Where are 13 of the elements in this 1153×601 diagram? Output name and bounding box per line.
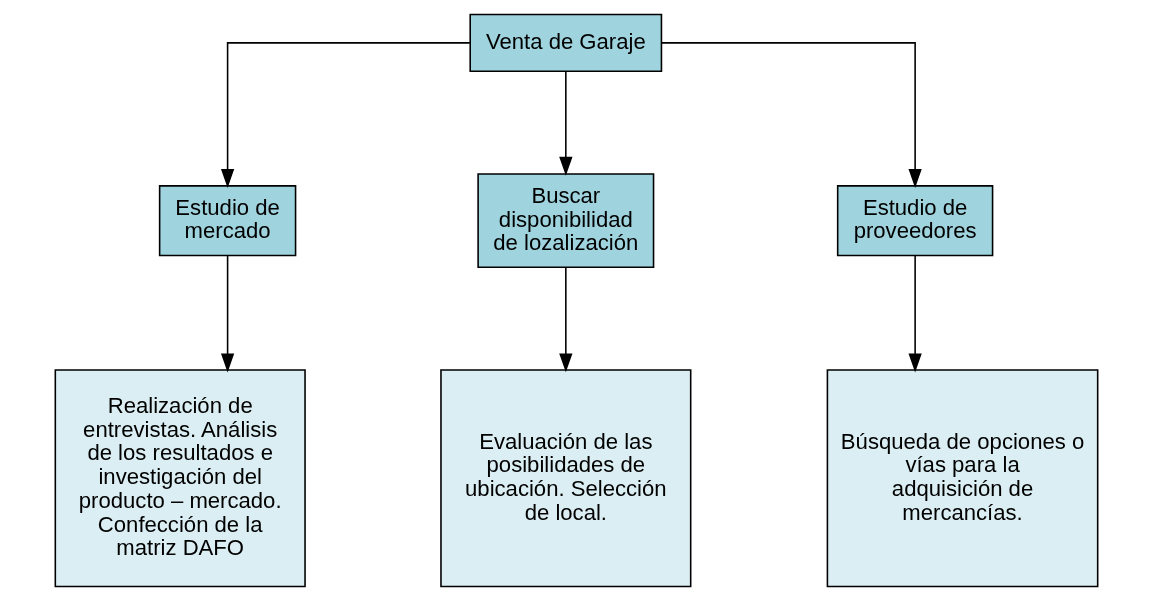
node-box: Buscar disponibilidad de lozalización: [477, 173, 655, 269]
node-box: Búsqueda de opciones o vías para la adquisición de mercancías.: [826, 369, 1099, 588]
arrow: [660, 42, 922, 188]
node-box: Venta de Garaje: [469, 13, 663, 73]
arrow: [908, 255, 922, 373]
arrow: [559, 70, 573, 176]
node-box: Evaluación de las posibilidades de ubicación. Selección de local.: [440, 369, 692, 588]
node-box: Estudio de proveedores: [836, 185, 994, 257]
arrow: [559, 266, 573, 373]
node-box: Estudio de mercado: [158, 185, 297, 257]
arrow: [220, 255, 235, 373]
arrow: [220, 42, 471, 188]
node-box: Realización de entrevistas. Análisis de los resultados e investigación del producto – mercado. Confección de la matriz DAFO: [54, 369, 306, 588]
